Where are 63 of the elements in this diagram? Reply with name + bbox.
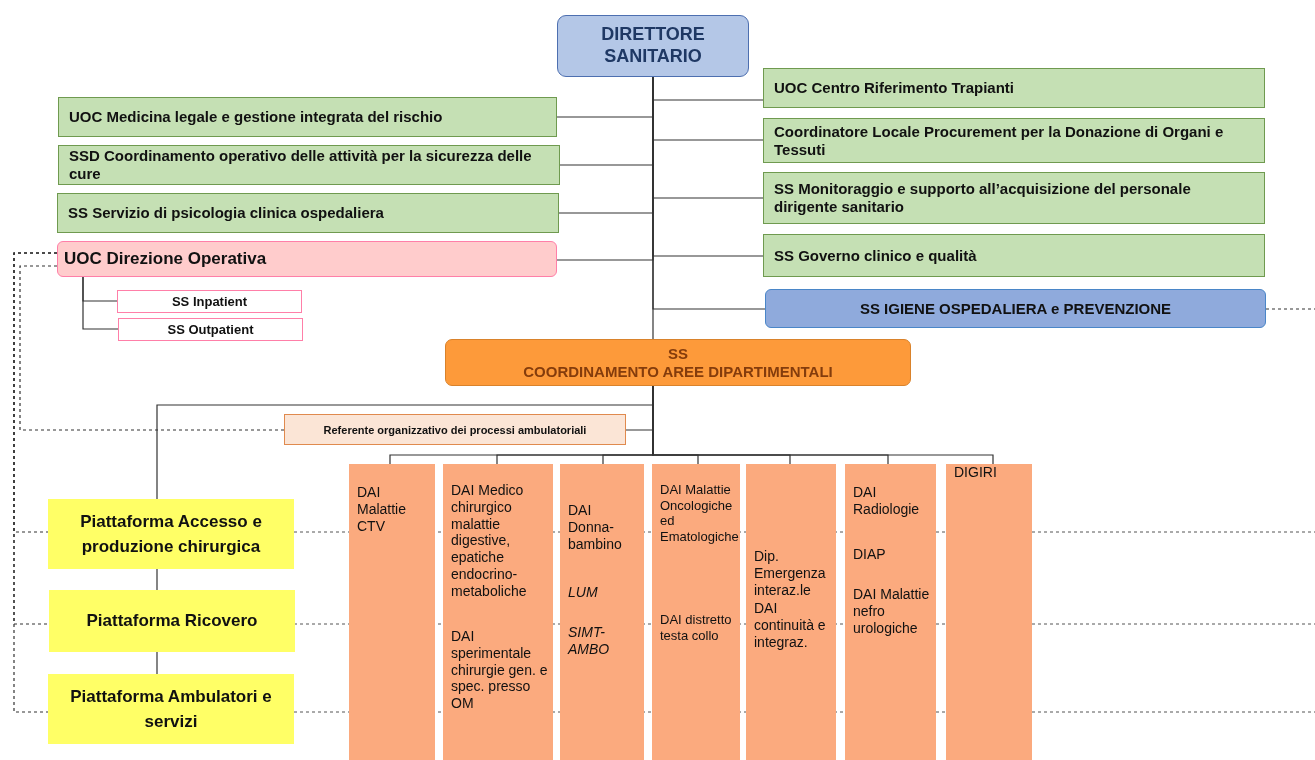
platform-box xyxy=(49,590,295,652)
unit-box xyxy=(765,289,1266,328)
coordination-label: SS xyxy=(668,344,688,363)
unit-box xyxy=(57,193,559,233)
department-column xyxy=(746,464,836,760)
connector-line xyxy=(652,76,654,340)
department-label: DAI sperimentale chirurgie gen. e spec. presso OM xyxy=(451,628,549,712)
department-column xyxy=(652,464,740,760)
department-column xyxy=(946,464,1032,760)
department-label: DAI Radiologie xyxy=(853,484,921,518)
coordination-label: COORDINAMENTO AREE DIPARTIMENTALI xyxy=(523,362,833,381)
sub-unit-box xyxy=(117,290,302,313)
unit-box xyxy=(763,234,1265,277)
dashed-connector xyxy=(19,265,285,431)
unit-box xyxy=(58,145,560,185)
unit-box xyxy=(58,97,557,137)
department-label: DAI Malattie nefro urologiche xyxy=(853,586,931,637)
unit-box xyxy=(763,68,1265,108)
connector-line xyxy=(156,651,158,675)
department-label: SIMT-AMBO xyxy=(568,624,611,658)
platform-box xyxy=(48,499,294,569)
unit-label: SS Monitoraggio e supporto all’acquisizione del personale dirigente sanitario xyxy=(774,180,1192,216)
dashed-connector xyxy=(1265,308,1315,310)
unit-label: SS Governo clinico e qualità xyxy=(774,246,978,265)
unit-box xyxy=(763,172,1265,224)
platform-box xyxy=(48,674,294,744)
department-label: DAI Malattie Oncologiche ed Ematologiche xyxy=(660,482,737,545)
referent-label: Referente organizzativo dei processi ambulatoriali xyxy=(323,423,587,436)
department-column xyxy=(349,464,435,760)
sub-unit-box xyxy=(118,318,303,341)
sub-unit-label: SS Inpatient xyxy=(171,294,248,309)
director-box xyxy=(557,15,749,77)
unit-label: UOC Centro Riferimento Trapianti xyxy=(774,79,1016,97)
unit-label: SS Servizio di psicologia clinica ospedaliera xyxy=(68,204,385,222)
department-label: DAI distretto testa collo xyxy=(660,612,733,644)
unit-label: UOC Medicina legale e gestione integrata del rischio xyxy=(69,108,444,126)
department-column xyxy=(560,464,644,760)
connector-line xyxy=(156,568,158,591)
platform-label: Piattaforma Ricovero xyxy=(86,610,258,633)
unit-box xyxy=(763,118,1265,163)
unit-label: SSD Coordinamento operativo delle attività per la sicurezza delle cure xyxy=(69,147,533,183)
platform-label: Piattaforma Accesso e produzione chirurgica xyxy=(79,510,263,558)
coordination-box xyxy=(445,339,911,386)
sub-unit-label: SS Outpatient xyxy=(167,322,254,337)
department-label: DAI Malattie CTV xyxy=(357,484,408,535)
department-column xyxy=(443,464,553,760)
director-label: DIRETTORE SANITARIO xyxy=(600,24,706,68)
referent-box xyxy=(284,414,626,445)
department-label: LUM xyxy=(568,584,599,601)
unit-label: Coordinatore Locale Procurement per la Donazione di Organi e Tessuti xyxy=(774,122,1225,159)
platform-label: Piattaforma Ambulatori e servizi xyxy=(69,685,273,733)
unit-label: UOC Direzione Operativa xyxy=(64,249,267,269)
department-label: DAI Donna-bambino xyxy=(568,502,623,553)
dashed-connector xyxy=(13,252,58,713)
department-label: DIGIRI xyxy=(954,464,998,481)
department-label: DIAP xyxy=(853,546,887,563)
department-label: DAI continuità e integraz. xyxy=(754,600,827,651)
department-label: Dip. Emergenza interaz.le xyxy=(754,548,827,599)
unit-box xyxy=(57,241,557,277)
department-column xyxy=(845,464,936,760)
connector-line xyxy=(82,276,119,330)
department-label: DAI Medico chirurgico malattie digestive, epatiche endocrino-metaboliche xyxy=(451,482,528,600)
unit-label: SS IGIENE OSPEDALIERA e PREVENZIONE xyxy=(859,300,1172,317)
